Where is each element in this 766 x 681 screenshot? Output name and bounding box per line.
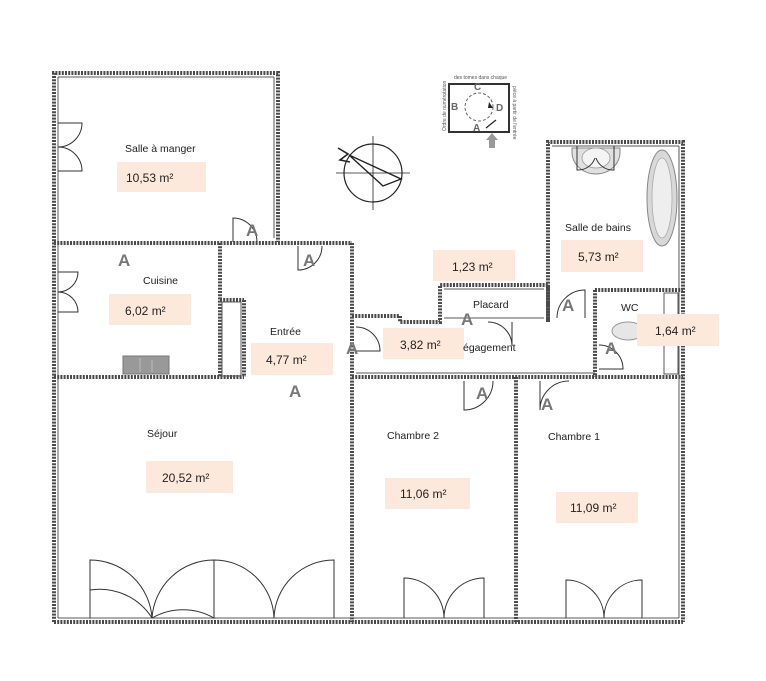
window-sejour-2a — [213, 559, 275, 619]
area-box-salle-de-bains — [561, 240, 643, 272]
window-chambre2 — [403, 577, 485, 619]
label-placard: Placard — [473, 299, 509, 311]
label-cuisine: Cuisine — [143, 275, 178, 287]
room-labels: Salle à manger Cuisine Entrée Séjour Cha… — [125, 143, 639, 443]
doors — [57, 122, 643, 619]
label-salle-a-manger: Salle à manger — [125, 143, 196, 155]
door-marker-wc: A — [605, 339, 617, 358]
door-marker-chambre2: A — [476, 384, 488, 403]
area-cuisine: 6,02 m² — [125, 304, 166, 318]
door-markers: A A A A A A A A A A — [118, 221, 617, 414]
area-box-wc — [637, 314, 719, 346]
door-salle-a-manger — [232, 217, 258, 243]
area-box-chambre1 — [556, 492, 638, 523]
area-salle-a-manger: 10,53 m² — [126, 171, 173, 185]
fixtures — [122, 146, 678, 375]
door-marker-salle-a-manger: A — [246, 221, 258, 240]
legend-letter-a: A — [473, 123, 480, 134]
label-salle-de-bains: Salle de bains — [565, 222, 631, 234]
label-entree: Entrée — [270, 326, 301, 338]
area-placard: 1,23 m² — [452, 260, 493, 274]
door-marker-degagement: A — [346, 339, 358, 358]
label-degagement: égagement — [463, 342, 516, 354]
window-sejour-2b — [273, 559, 335, 619]
area-chambre1: 11,09 m² — [570, 501, 616, 515]
area-wc: 1,64 m² — [655, 324, 696, 338]
area-chambre2: 11,06 m² — [400, 487, 446, 501]
label-sejour: Séjour — [147, 428, 178, 440]
window-chambre1 — [565, 579, 643, 619]
area-values: 10,53 m² 6,02 m² 4,77 m² 20,52 m² 11,06 … — [125, 171, 696, 515]
door-degagement — [355, 326, 381, 352]
compass-north-glyph — [337, 147, 351, 163]
door-wc — [598, 344, 624, 370]
area-sejour: 20,52 m² — [162, 471, 209, 485]
area-salle-de-bains: 5,73 m² — [578, 250, 619, 264]
area-entree: 4,77 m² — [266, 353, 307, 367]
compass — [336, 136, 410, 210]
kitchen-sink — [122, 355, 170, 375]
area-box-degagement — [383, 328, 464, 359]
area-box-salle-a-manger — [117, 162, 206, 192]
wall-outer-left — [52, 71, 280, 622]
door-chambre2 — [463, 380, 494, 411]
orientation-legend: C B D A Ordre de numérotation des tomes … — [442, 75, 517, 148]
label-chambre1: Chambre 1 — [548, 431, 600, 443]
window-cuisine — [57, 271, 79, 313]
door-chambre1 — [539, 380, 570, 411]
door-entree — [297, 245, 323, 271]
legend-caption-right: pièce à partir de l'entrée — [511, 86, 517, 140]
label-chambre2: Chambre 2 — [387, 430, 439, 442]
legend-caption-top: des tomes dans chaque — [454, 75, 507, 81]
door-marker-placard: A — [461, 310, 473, 329]
legend-caption-left: Ordre de numérotation — [442, 80, 448, 131]
area-box-entree — [251, 343, 333, 375]
area-box-cuisine — [109, 294, 191, 325]
area-degagement: 3,82 m² — [400, 338, 441, 352]
legend-letter-d: D — [496, 103, 503, 114]
walls — [52, 71, 685, 624]
entrance-arrow-icon — [486, 133, 498, 148]
door-marker-salle-de-bains: A — [562, 296, 574, 315]
window-sejour-1b — [151, 559, 215, 619]
door-salle-de-bains — [556, 289, 586, 319]
label-wc: WC — [621, 302, 639, 314]
area-box-chambre2 — [385, 478, 470, 509]
door-marker-cuisine: A — [118, 251, 130, 270]
door-marker-entree-top: A — [303, 251, 315, 270]
window-sejour-1a — [89, 588, 153, 619]
window-salle-a-manger — [57, 122, 83, 172]
door-placard — [487, 321, 513, 347]
area-box-placard — [433, 250, 515, 281]
door-marker-chambre1: A — [541, 395, 553, 414]
legend-letter-c: C — [474, 82, 481, 93]
area-box-sejour — [146, 461, 233, 493]
area-boxes — [109, 162, 719, 523]
legend-letter-b: B — [451, 102, 458, 113]
door-marker-entree-bottom: A — [289, 382, 301, 401]
